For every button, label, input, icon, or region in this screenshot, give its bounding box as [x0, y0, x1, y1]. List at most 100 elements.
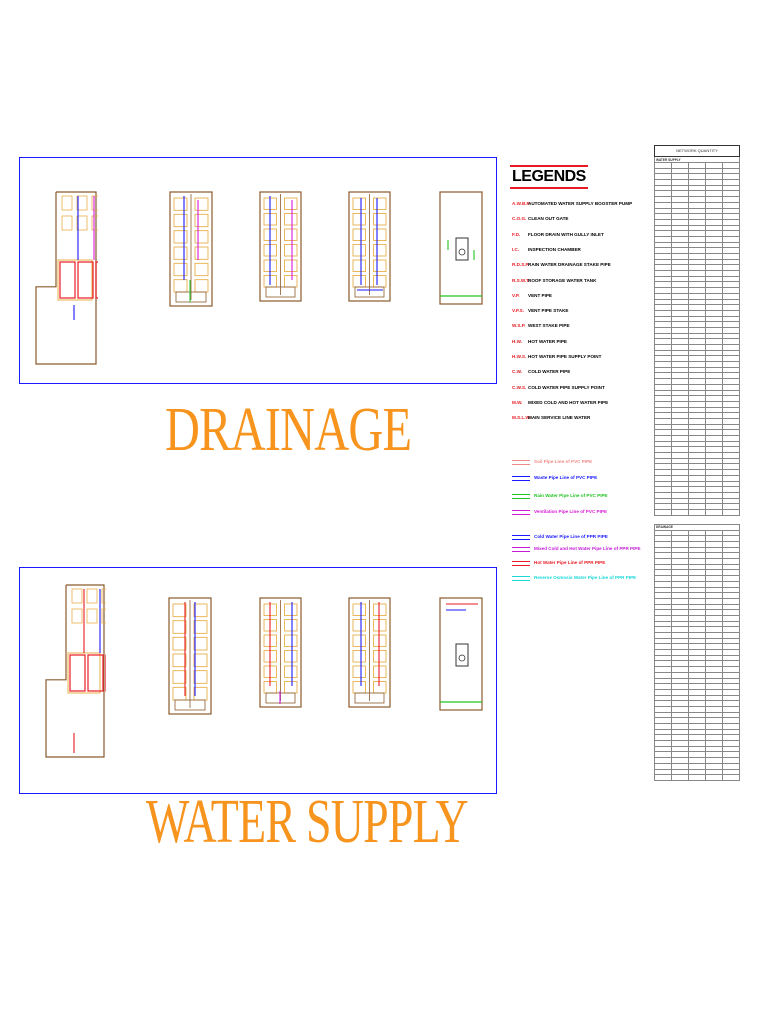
legend-pipe-label: Soil Pipe Line of PVC PIPE: [534, 459, 593, 464]
table-cell: [722, 275, 740, 283]
table-row: [654, 264, 740, 272]
legend-abbr-row: A.W.B.P.AUTOMATED WATER SUPPLY BOOSTER P…: [512, 200, 632, 208]
legend-abbr-row: R.S.W.T.ROOF STORAGE WATER TANK: [512, 277, 596, 285]
legend-abbr-row: F.D.FLOOR DRAIN WITH GULLY INLET: [512, 231, 604, 239]
table-row: [654, 258, 740, 266]
legend-pipe-swatch: [512, 547, 530, 552]
table-cell: [722, 457, 740, 465]
table-row: [654, 344, 740, 351]
legend-pipe-swatch: [512, 576, 530, 581]
table-row: [654, 452, 740, 459]
table-cell: [722, 417, 740, 425]
table-row: [654, 241, 740, 249]
floor-plan-drawing: [258, 596, 303, 709]
legend-abbr-desc: CLEAN OUT GATE: [528, 216, 569, 222]
table-row: [654, 253, 740, 260]
legend-abbr-row: M.S.L.W.MAIN SERVICE LINE WATER: [512, 414, 590, 422]
table-cell: [722, 486, 740, 493]
table-cell: [654, 774, 672, 781]
legend-abbr-desc: MIXED COLD AND HOT WATER PIPE: [528, 399, 609, 405]
legend-abbr-desc: VENT PIPE: [528, 292, 552, 298]
table-row: [654, 366, 740, 374]
legend-abbr: H.W.S.: [512, 354, 527, 359]
table-cell: [722, 349, 740, 357]
table-cell: [722, 287, 740, 294]
legend-pipe-swatch: [512, 476, 530, 481]
legend-abbr: R.S.W.T.: [512, 277, 530, 283]
legend-pipe-swatch: [512, 460, 530, 465]
table-row: [654, 417, 740, 425]
table-row: [654, 292, 740, 300]
table-row: [654, 406, 740, 414]
floor-plan-drawing: [167, 596, 213, 716]
table-cell: [722, 361, 740, 368]
table-row: [654, 372, 740, 380]
table-cell: [722, 469, 740, 476]
legend-abbr-row: C.W.COLD WATER PIPE: [512, 368, 570, 376]
legend-abbr-desc: ROOF STORAGE WATER TANK: [528, 277, 597, 283]
floor-plan-drawing: [168, 190, 214, 308]
table-cell: [722, 298, 740, 306]
table-row: [654, 440, 740, 448]
legend-title: LEGENDS: [510, 165, 588, 189]
legend-abbr-desc: MAIN SERVICE LINE WATER: [528, 415, 591, 421]
table-cell: [722, 400, 740, 408]
water-supply-title: WATER SUPPLY: [146, 788, 469, 856]
legend-pipe-swatch: [512, 561, 530, 566]
legend-abbr-desc: HOT WATER PIPE: [528, 338, 567, 344]
legend-abbr: H.W.: [512, 338, 522, 344]
table-row: [654, 287, 740, 294]
legend-abbr-row: H.W. HOT WATER PIPE: [512, 338, 567, 346]
table-row: [654, 224, 740, 232]
table-row: [654, 355, 740, 363]
legend-abbr-row: C.O.G.CLEAN OUT GATE: [512, 215, 569, 223]
table-cell: [671, 774, 689, 781]
table-cell: [722, 258, 740, 266]
legend-abbr-desc: HOT WATER PIPE SUPPLY POINT: [528, 354, 602, 359]
legend-abbr: I.C.: [512, 246, 520, 252]
table-cell: [722, 355, 740, 363]
table-row: [654, 332, 740, 340]
legend-abbr-row: V.P.S.VENT PIPE STAKE: [512, 307, 569, 315]
table-row: [654, 412, 740, 419]
table-cell: [722, 412, 740, 419]
table-cell: [722, 446, 740, 454]
legend-abbr-row: H.W.S.HOT WATER PIPE SUPPLY POINT: [512, 353, 601, 361]
table-cell: [722, 338, 740, 345]
table-row: [654, 389, 740, 397]
table-section-drainage: DRAINAGE: [654, 523, 740, 531]
floor-plan-drawing: [44, 583, 106, 759]
floor-plan-drawing: [438, 190, 484, 306]
table-row: [654, 309, 740, 317]
legend-abbr-desc: AUTOMATED WATER SUPPLY BOOSTER PUMP: [528, 201, 633, 206]
legend-abbr: M.S.L.W.: [512, 415, 531, 421]
table-row: [654, 486, 740, 493]
table-row: [654, 326, 740, 334]
legend-abbr-desc: WEST STAKE PIPE: [528, 323, 570, 329]
legend-pipe-swatch: [512, 494, 530, 499]
table-cell: [722, 281, 740, 289]
legend-abbr: C.W.S.: [512, 384, 527, 390]
legend-abbr-row: R.D.S.P.RAIN WATER DRAINAGE STAKE PIPE: [512, 261, 611, 269]
legend-abbr: A.W.B.P.: [512, 201, 531, 206]
legend-pipe-label: Mixed Cold and Hot Water Pipe Line of PP…: [534, 546, 641, 551]
table-cell: [722, 332, 740, 340]
table-row: [654, 304, 740, 311]
legend-abbr: C.W.: [512, 369, 522, 375]
table-title: NETWORK QUANTITY: [654, 145, 740, 157]
table-cell: [722, 440, 740, 448]
table-row: [654, 383, 740, 391]
table-cell: [722, 463, 740, 471]
table-cell: [722, 480, 740, 488]
table-cell: [722, 406, 740, 414]
table-cell: [722, 423, 740, 431]
legend-abbr-row: W.S.P.WEST STAKE PIPE: [512, 322, 570, 330]
legend-abbr: C.O.G.: [512, 216, 527, 222]
table-cell: [722, 429, 740, 436]
legend-pipe-label: Rain Water Pipe Line of PVC PIPE: [534, 493, 608, 498]
legend-abbr: V.P.: [512, 292, 520, 298]
table-row: [654, 435, 740, 442]
floor-plan-drawing: [347, 190, 392, 303]
table-row: [654, 298, 740, 306]
table-cell: [722, 774, 740, 781]
